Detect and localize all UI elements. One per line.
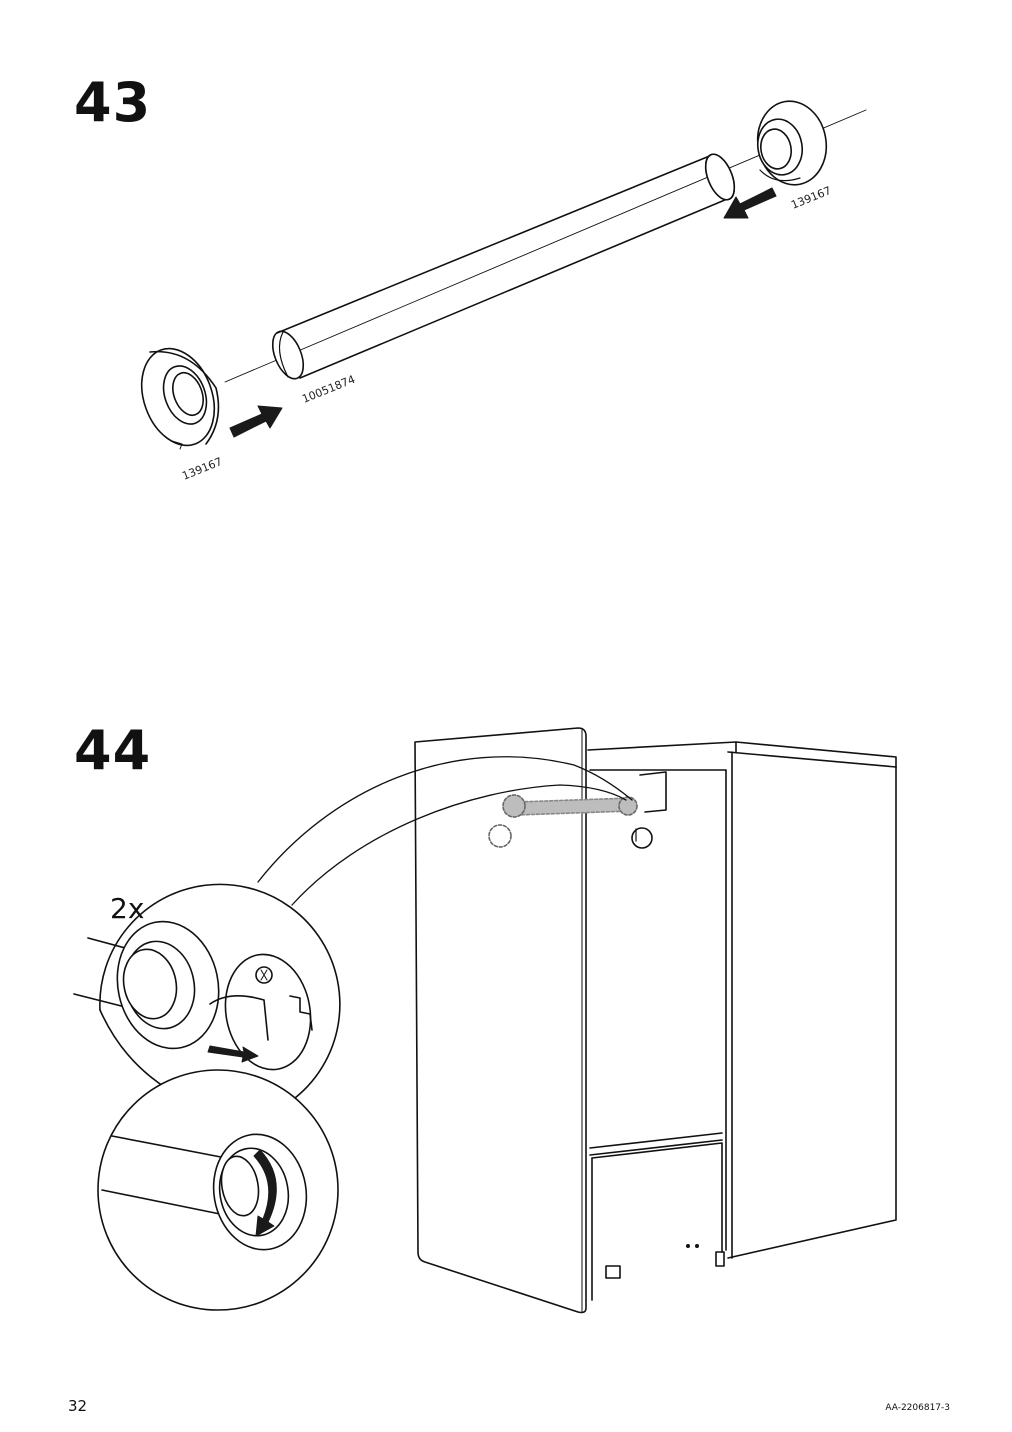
callout-arc	[257, 756, 633, 883]
arrow-push-icon	[207, 1045, 259, 1063]
step-number-43: 43	[74, 71, 152, 134]
page-number: 32	[68, 1397, 88, 1415]
end-cap-right-139167	[756, 100, 828, 186]
step-number-44: 44	[74, 719, 152, 782]
rotate-arrow-icon	[253, 1149, 277, 1237]
rail-10051874	[271, 153, 736, 380]
arrow-left-icon	[723, 187, 777, 219]
part-label-left-cap: 139167	[180, 455, 224, 483]
step43-illustration: 139167 10051874 139167	[140, 100, 867, 483]
document-code: AA-2206817-3	[885, 1403, 950, 1413]
quantity-label: 2x	[110, 892, 144, 925]
cabinet	[587, 741, 897, 1301]
detail-circle-rotate	[97, 1069, 339, 1311]
part-label-rail: 10051874	[300, 373, 357, 406]
end-cap-left-139167	[140, 347, 220, 450]
arrow-right-icon	[229, 405, 283, 438]
step44-illustration: 2x	[73, 727, 897, 1314]
detail-circle-insert	[73, 883, 341, 1121]
front-panel	[414, 727, 587, 1314]
part-label-right-cap: 139167	[789, 184, 833, 212]
